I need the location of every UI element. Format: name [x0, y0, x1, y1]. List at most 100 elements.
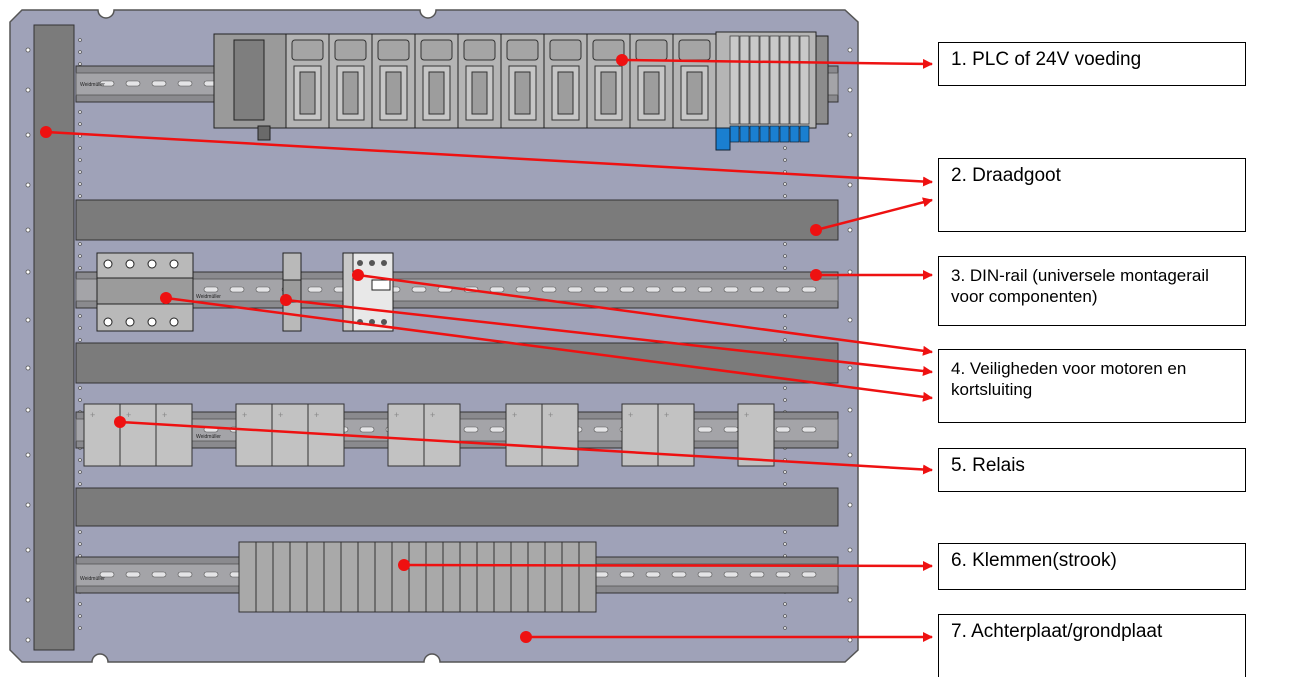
- rail-hole: [78, 482, 82, 486]
- din-rail-channel: [75, 278, 839, 302]
- rail-hole: [78, 242, 82, 246]
- callout-arrows: [45, 58, 933, 642]
- terminal-block: [459, 541, 478, 613]
- plc-module-slot: [385, 71, 402, 115]
- rail-hole: [783, 158, 787, 162]
- mounting-hole: [25, 452, 31, 458]
- relay-mark: +: [90, 410, 95, 420]
- callout-wire-duct: 2. Draadgoot: [938, 158, 1246, 232]
- mounting-hole: [847, 182, 853, 188]
- rail-hole: [783, 470, 787, 474]
- mounting-hole: [847, 227, 853, 233]
- plc-module-slot: [600, 71, 617, 115]
- valve-connector: [779, 125, 790, 143]
- relay: [621, 403, 659, 467]
- rail-hole: [78, 326, 82, 330]
- relay-mark: +: [628, 410, 633, 420]
- callout-anchor: [398, 559, 410, 571]
- rail-hole: [783, 542, 787, 546]
- plc-module-label: [549, 39, 582, 61]
- valve-connector: [749, 125, 760, 143]
- callout-arrow: [357, 273, 933, 356]
- din-rail-slot: [229, 286, 245, 293]
- callout-terminals-text: 6. Klemmen(strook): [951, 550, 1117, 571]
- din-rail-slot: [801, 426, 817, 433]
- din-rail-slot: [749, 286, 765, 293]
- mounting-hole: [25, 637, 31, 643]
- mounting-hole: [25, 182, 31, 188]
- rail-hole: [78, 146, 82, 150]
- din-rail-slot: [645, 286, 661, 293]
- terminal-block: [544, 541, 563, 613]
- rail-hole: [78, 530, 82, 534]
- rail-hole: [783, 614, 787, 618]
- din-rail-slot: [697, 571, 713, 578]
- rail-hole: [78, 398, 82, 402]
- breaker-small: [282, 252, 302, 332]
- rail-hole: [78, 62, 82, 66]
- terminal-block: [238, 541, 257, 613]
- rail-hole: [78, 122, 82, 126]
- callout-anchor: [352, 269, 364, 281]
- valve-connector: [799, 125, 810, 143]
- relay-mark: +: [548, 410, 553, 420]
- terminal-block: [510, 541, 529, 613]
- callout-arrow: [621, 58, 933, 69]
- callout-terminals: 6. Klemmen(strook): [938, 543, 1246, 590]
- plc-io-modules: [285, 33, 717, 129]
- din-rail-slot: [697, 426, 713, 433]
- valve-slot: [729, 35, 740, 125]
- din-rail-slot: [151, 80, 167, 87]
- rail-hole: [78, 266, 82, 270]
- plc-module-slot: [686, 71, 703, 115]
- valve-slot: [779, 35, 790, 125]
- din-rail-slot: [775, 426, 791, 433]
- din-rail-slot: [203, 286, 219, 293]
- din-rail-slot: [99, 80, 115, 87]
- din-rail-slot: [801, 571, 817, 578]
- valve-slot: [739, 35, 750, 125]
- din-rail-slot: [515, 286, 531, 293]
- rail-hole: [78, 626, 82, 630]
- plc-module-slot: [514, 71, 531, 115]
- terminal-block: [476, 541, 495, 613]
- mounting-hole: [25, 87, 31, 93]
- din-rail-slot: [567, 286, 583, 293]
- callout-arrow: [815, 197, 933, 232]
- din-rail-slot: [801, 286, 817, 293]
- mounting-hole: [25, 502, 31, 508]
- din-rail-slot: [671, 571, 687, 578]
- mounting-hole: [847, 502, 853, 508]
- valve-slots: [715, 35, 810, 151]
- callout-anchor: [160, 292, 172, 304]
- mounting-hole: [847, 597, 853, 603]
- callout-anchor: [810, 224, 822, 236]
- din-rail-slot: [593, 426, 609, 433]
- din-rail-slot: [749, 571, 765, 578]
- relay: [271, 403, 309, 467]
- mounting-hole: [847, 47, 853, 53]
- relay-mark: +: [394, 410, 399, 420]
- rail-hole: [783, 626, 787, 630]
- relay: [83, 403, 121, 467]
- relay-mark: +: [314, 410, 319, 420]
- callout-anchor: [810, 269, 822, 281]
- mounting-hole: [847, 365, 853, 371]
- mounting-hole: [847, 637, 853, 643]
- din-rail-slot: [411, 286, 427, 293]
- terminal-block: [408, 541, 427, 613]
- mounting-hole: [847, 132, 853, 138]
- din-rail-slot: [125, 571, 141, 578]
- terminal-block: [578, 541, 597, 613]
- relay: [541, 403, 579, 467]
- callout-safeties-text: 4. Veiligheden voor motoren en kortsluit…: [951, 359, 1187, 399]
- plc-module-slot: [299, 71, 316, 115]
- din-rail-slot: [775, 571, 791, 578]
- callout-relays: 5. Relais: [938, 448, 1246, 492]
- plc-module-label: [678, 39, 711, 61]
- wire-duct-2: [75, 342, 839, 384]
- din-rail-slot: [723, 571, 739, 578]
- relay-mark: +: [430, 410, 435, 420]
- relay-mark: +: [278, 410, 283, 420]
